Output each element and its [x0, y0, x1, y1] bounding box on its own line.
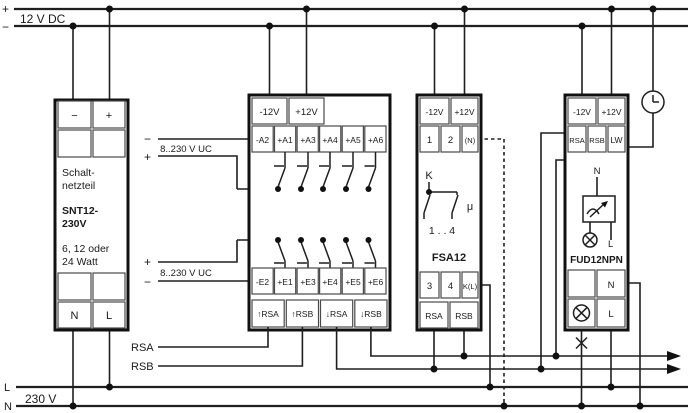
fsa12-terminal-1: 1 [427, 135, 432, 146]
fud12npn-device: -12V +12V RSA RSB LW N L FUD12NPN N [540, 9, 665, 406]
supply-bottom-range: 8..230 V UC [160, 268, 212, 279]
fsa12-terminal-m12v: -12V [426, 107, 444, 117]
ac-voltage-label: 230 V [25, 392, 56, 406]
fud-rsa-wire [540, 132, 568, 369]
fud-internal-l-label: L [608, 239, 613, 250]
bottom-bus: L N 230 V [4, 382, 688, 413]
dc-voltage-label: 12 V DC [20, 12, 66, 26]
fsa12-contact-symbol [423, 182, 459, 219]
im-terminal-e6: +E6 [368, 277, 384, 287]
im-terminal-e3: +E3 [300, 277, 316, 287]
l-rail-label: L [4, 382, 10, 394]
psu-rating-1: 6, 12 oder [62, 243, 110, 255]
im-terminal-p12v: +12V [295, 107, 318, 118]
upper-pushbutton-contacts [274, 152, 377, 189]
supply-bottom-minus: − [144, 275, 151, 289]
supply-top-minus: − [144, 132, 151, 146]
psu-name-2: netzteil [62, 180, 95, 192]
fsa12-terminal-n: (N) [465, 136, 476, 145]
fud-terminal-bottom-l: L [608, 309, 613, 320]
psu-model-2: 230V [62, 218, 87, 230]
im-terminal-a5: +A5 [345, 135, 361, 145]
fud-terminal-bottom-n: N [608, 280, 615, 291]
rs-bus-wiring: RSA RSB [131, 327, 681, 374]
fsa12-device: -12V +12V 1 2 (N) K μ 1 . . 4 FSA12 3 4 … [415, 9, 505, 406]
fsa12-terminal-4: 4 [448, 281, 453, 292]
n-rail-label: N [4, 401, 12, 413]
fud-terminal-rsb: RSB [589, 136, 604, 145]
rsb-bus-line [370, 327, 668, 357]
fsa12-terminal-p12v: +12V [454, 107, 474, 117]
supply-top-plus: + [144, 150, 151, 164]
im-terminal-a4: +A4 [322, 135, 338, 145]
rsa-bus-arrow [667, 364, 681, 374]
psu-terminal-l: L [106, 310, 112, 322]
fsa12-n-dashed-wire [478, 138, 505, 406]
im-terminal-e2: -E2 [256, 277, 270, 287]
fud-model-label: FUD12NPN [570, 255, 623, 266]
im-terminal-a3: +A3 [300, 135, 316, 145]
fud-terminal-p12v: +12V [601, 107, 621, 117]
fud-lw-wire [625, 113, 654, 148]
im-terminal-e5: +E5 [345, 277, 361, 287]
psu-name-1: Schalt- [62, 167, 95, 179]
rsa-bus-label: RSA [131, 342, 154, 354]
fud-terminal-rsa: RSA [569, 136, 584, 145]
input-module: − + 8..230 V UC + − 8..230 V UC -12V +12… [144, 9, 392, 332]
psu-terminal-n: N [71, 310, 79, 322]
lower-pushbutton-contacts [274, 240, 377, 268]
timer-clock-icon [641, 90, 665, 114]
im-terminal-a6: +A6 [368, 135, 384, 145]
im-terminal-rsa-in: ↑RSA [257, 309, 279, 319]
im-terminal-rsb-in: ↑RSB [292, 309, 314, 319]
fud-internal-n-label: N [594, 166, 601, 177]
fsa12-contact-k-label: K [425, 170, 433, 182]
im-terminal-rsa-out: ↓RSA [326, 309, 348, 319]
fsa12-terminal-3: 3 [427, 281, 432, 292]
im-terminal-m12v: -12V [259, 107, 280, 118]
psu-rating-2: 24 Watt [62, 256, 98, 268]
im-terminal-rsb-out: ↓RSB [360, 309, 382, 319]
im-terminal-a1: +A1 [277, 135, 293, 145]
psu-snt12: − + Schalt- netzteil SNT12- 230V 6, 12 o… [53, 9, 130, 406]
dimmer-icon [582, 195, 616, 223]
im-terminal-e1: +E1 [277, 277, 293, 287]
im-terminal-a2: -A2 [256, 135, 270, 145]
lamp-icon-internal [582, 232, 598, 248]
fsa12-model-label: FSA12 [432, 252, 466, 264]
plus-rail-label: + [2, 2, 9, 16]
lamp-icon-terminal [572, 304, 591, 322]
supply-bottom-plus: + [144, 255, 151, 269]
fsa12-terminal-rsa: RSA [425, 311, 443, 321]
rsa-bus-line [335, 327, 668, 370]
minus-rail-label: − [2, 20, 9, 34]
supply-top-range: 8..230 V UC [160, 144, 212, 155]
fud-terminal-m12v: -12V [573, 107, 591, 117]
fsa12-terminal-2: 2 [448, 135, 453, 146]
top-bus: + − 12 V DC [2, 2, 688, 34]
lamp-outlet-cross-icon [575, 336, 588, 350]
psu-terminal-minus: − [71, 110, 77, 122]
fsa12-contact-range: 1 . . 4 [429, 225, 455, 237]
fud-terminal-lw: LW [610, 135, 622, 145]
fsa12-terminal-kl: K(L) [463, 282, 478, 291]
im-terminal-e4: +E4 [322, 277, 338, 287]
rsb-bus-label: RSB [131, 361, 154, 373]
junction-dots [69, 5, 657, 410]
rsb-bus-arrow [667, 351, 681, 361]
fsa12-mu-label: μ [467, 201, 473, 213]
psu-model-1: SNT12- [62, 205, 99, 217]
fsa12-terminal-rsb: RSB [455, 311, 473, 321]
psu-terminal-plus: + [106, 110, 112, 122]
